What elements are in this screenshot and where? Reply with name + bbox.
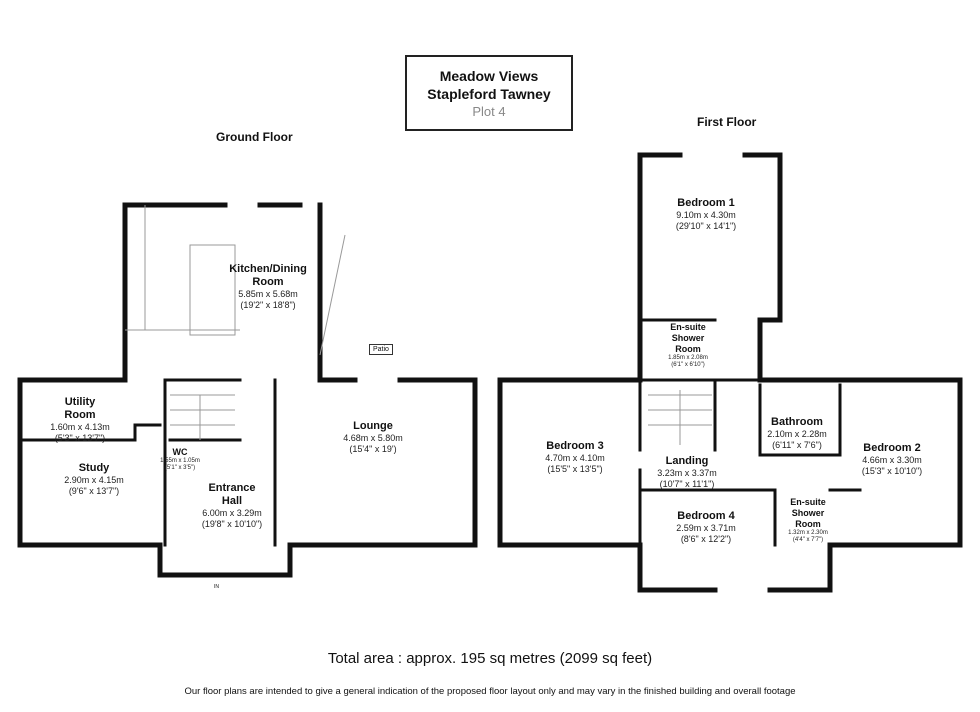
room-dimensions: 9.10m x 4.30m — [676, 210, 736, 220]
room-dimensions: 4.68m x 5.80m — [343, 433, 403, 443]
room-name: Room — [795, 519, 821, 529]
room-dimensions: 6.00m x 3.29m — [202, 508, 262, 518]
plot-number: Plot 4 — [472, 104, 506, 119]
room-dimensions: 5.85m x 5.68m — [238, 289, 298, 299]
room-bathroom: Bathroom 2.10m x 2.28m (6'11" x 7'6") — [767, 416, 827, 451]
title-box: Meadow Views Stapleford Tawney Plot 4 — [405, 55, 573, 131]
room-dimensions: 3.23m x 3.37m — [657, 468, 717, 478]
room-name: Bedroom 4 — [677, 510, 735, 522]
room-name: Shower — [671, 333, 705, 343]
room-lounge: Lounge 4.68m x 5.80m (15'4" x 19') — [343, 420, 403, 455]
room-dimensions-imperial: (15'4" x 19') — [349, 444, 397, 454]
room-name: Bedroom 1 — [677, 197, 735, 209]
room-name: Kitchen/Dining — [229, 263, 307, 275]
stairs-ground — [170, 394, 235, 440]
development-name: Meadow Views — [439, 68, 539, 84]
ground-floor-inner-walls — [18, 378, 277, 547]
room-dimensions: 2.10m x 2.28m — [767, 429, 827, 439]
room-dimensions: 1.32m x 2.30m — [788, 530, 828, 536]
room-ensuite-1: En-suite Shower Room 1.85m x 2.08m (6'1"… — [668, 322, 708, 369]
room-dimensions-imperial: (10'7" x 11'1") — [659, 479, 715, 489]
room-name: En-suite — [670, 322, 706, 332]
room-dimensions-imperial: (29'10" x 14'1") — [675, 221, 737, 231]
room-entrance-hall: Entrance Hall 6.00m x 3.29m (19'8" x 10'… — [202, 482, 262, 530]
room-dimensions-imperial: (19'8" x 10'10") — [201, 519, 263, 529]
ground-floor-outer-wall — [17, 202, 478, 578]
kitchen-units — [125, 205, 240, 336]
room-dimensions-imperial: (8'6" x 12'2") — [680, 534, 732, 544]
room-dimensions-imperial: (6'11" x 7'6") — [772, 440, 822, 450]
room-name: Bedroom 2 — [863, 442, 921, 454]
room-dimensions: 1.55m x 1.05m — [160, 458, 200, 464]
location-name: Stapleford Tawney — [427, 86, 551, 102]
room-dimensions: 2.90m x 4.15m — [64, 475, 124, 485]
room-dimensions-imperial: (5'3" x 13'7") — [54, 433, 106, 443]
room-dimensions-imperial: (19'2" x 18'8") — [240, 300, 296, 310]
first-floor-outer-wall — [497, 152, 963, 593]
room-bedroom-1: Bedroom 1 9.10m x 4.30m (29'10" x 14'1") — [676, 197, 736, 232]
room-bedroom-2: Bedroom 2 4.66m x 3.30m (15'3" x 10'10") — [862, 442, 922, 477]
room-name: Utility — [64, 396, 96, 408]
room-dimensions-imperial: (15'5" x 13'5") — [547, 464, 603, 474]
entrance-label: IN — [214, 584, 219, 590]
room-name: Bathroom — [771, 416, 823, 428]
room-dimensions-imperial: (4'4" x 7'7") — [792, 537, 824, 543]
room-name: Landing — [665, 455, 709, 467]
room-wc: WC 1.55m x 1.05m (5'1" x 3'5") — [160, 447, 200, 472]
room-study: Study 2.90m x 4.15m (9'6" x 13'7") — [64, 462, 124, 497]
room-dimensions: 4.70m x 4.10m — [545, 453, 605, 463]
room-name: Bedroom 3 — [546, 440, 604, 452]
room-name: Study — [78, 462, 110, 474]
first-floor-label: First Floor — [697, 115, 757, 129]
room-bedroom-4: Bedroom 4 2.59m x 3.71m (8'6" x 12'2") — [676, 510, 736, 545]
patio-label: Patio — [369, 344, 393, 355]
room-name: Entrance — [208, 482, 256, 494]
room-dimensions-imperial: (15'3" x 10'10") — [861, 466, 923, 476]
room-name: Lounge — [353, 420, 393, 432]
disclaimer: Our floor plans are intended to give a g… — [184, 686, 796, 697]
total-area: Total area : approx. 195 sq metres (2099… — [327, 650, 653, 667]
room-dimensions-imperial: (9'6" x 13'7") — [68, 486, 120, 496]
room-dimensions: 1.85m x 2.08m — [668, 355, 708, 361]
room-bedroom-3: Bedroom 3 4.70m x 4.10m (15'5" x 13'5") — [545, 440, 605, 475]
room-name: WC — [172, 447, 188, 457]
room-utility: Utility Room 1.60m x 4.13m (5'3" x 13'7"… — [50, 396, 110, 444]
room-name: En-suite — [790, 497, 826, 507]
ground-floor-label: Ground Floor — [216, 130, 293, 144]
room-name: Room — [675, 344, 701, 354]
room-dimensions: 1.60m x 4.13m — [50, 422, 110, 432]
room-dimensions-imperial: (5'1" x 3'5") — [164, 465, 196, 471]
first-floor-inner-walls — [638, 318, 862, 547]
room-dimensions: 4.66m x 3.30m — [862, 455, 922, 465]
room-name: Hall — [221, 495, 243, 507]
room-name: Room — [252, 276, 284, 288]
stairs-first — [648, 390, 712, 445]
room-ensuite-2: En-suite Shower Room 1.32m x 2.30m (4'4"… — [788, 497, 828, 544]
room-name: Room — [64, 409, 96, 421]
room-name: Shower — [791, 508, 825, 518]
room-dimensions-imperial: (6'1" x 6'10") — [671, 362, 705, 368]
room-dimensions: 2.59m x 3.71m — [676, 523, 736, 533]
bifold-doors — [319, 234, 346, 356]
room-kitchen-dining: Kitchen/Dining Room 5.85m x 5.68m (19'2"… — [229, 263, 307, 311]
room-landing: Landing 3.23m x 3.37m (10'7" x 11'1") — [657, 455, 717, 490]
